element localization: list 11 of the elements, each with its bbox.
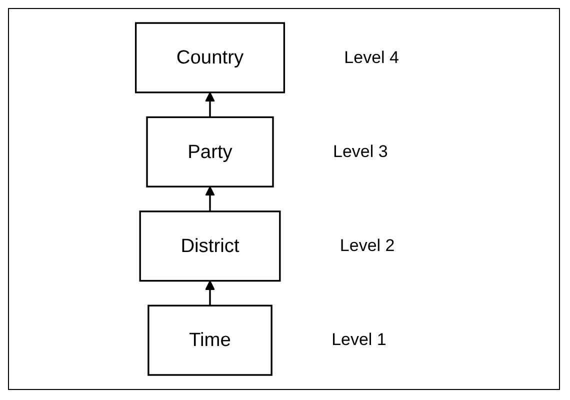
node-box: Country [134, 22, 286, 94]
node-box: Party [146, 116, 274, 188]
node-box: District [139, 210, 281, 282]
level-label: Level 3 [332, 142, 388, 162]
level-label: Level 4 [344, 48, 399, 68]
arrow [205, 186, 215, 212]
level-label: Level 1 [332, 330, 386, 350]
level-label: Level 2 [340, 236, 395, 256]
arrow [205, 92, 215, 118]
arrow [205, 280, 215, 306]
node-box: Time [148, 304, 272, 376]
